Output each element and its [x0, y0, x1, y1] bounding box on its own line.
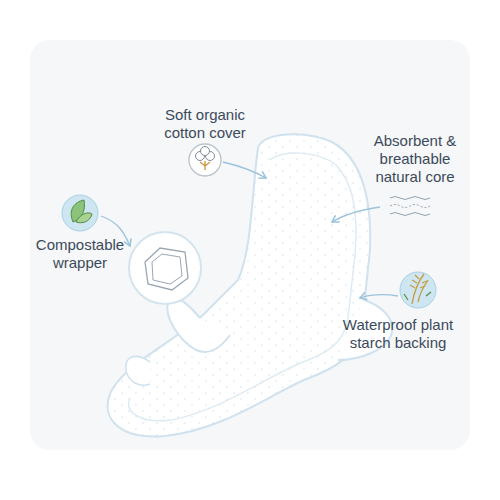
callout-label: Compostable wrapper: [30, 236, 130, 272]
callout-label: Waterproof plant starch backing: [333, 316, 463, 352]
background-panel: [30, 40, 470, 450]
core-icon: [390, 197, 430, 216]
leaf-icon: [62, 195, 98, 231]
leader-lines: [101, 162, 398, 298]
callout-label: Soft organic cotton cover: [155, 106, 255, 142]
cotton-icon: [189, 144, 221, 176]
wrapper-magnifier: [129, 232, 201, 304]
wheat-icon: [400, 272, 436, 308]
pad: [108, 134, 393, 436]
callout-label: Absorbent & breathable natural core: [365, 132, 465, 186]
